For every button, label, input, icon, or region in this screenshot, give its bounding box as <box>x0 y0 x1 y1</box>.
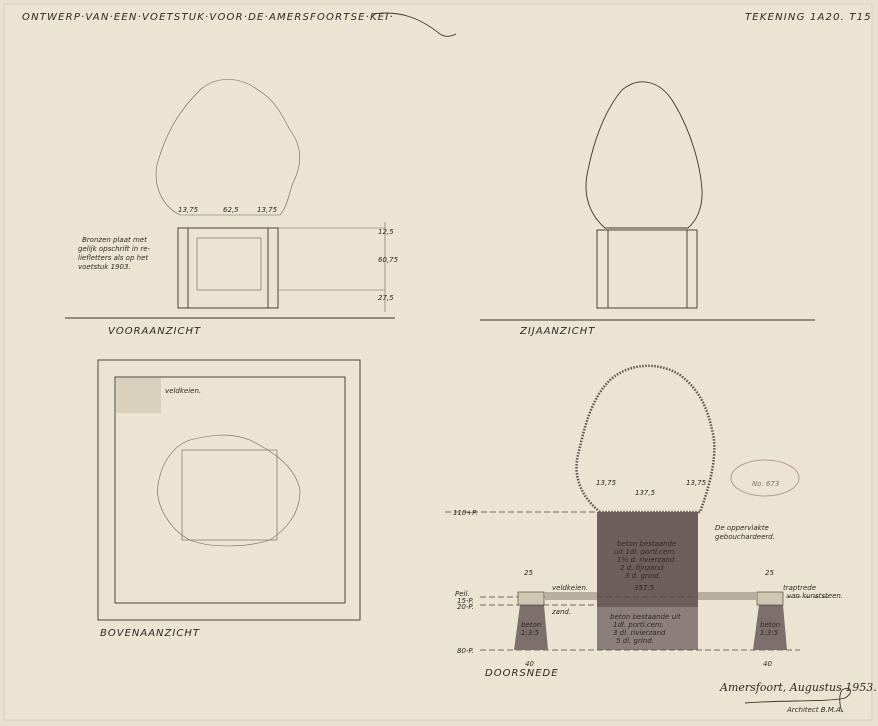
archive-stamp: No. 673 <box>730 459 800 497</box>
title-flourish <box>371 12 457 37</box>
fieldstones-note: veldkeien. <box>552 584 588 592</box>
dim-label: 27,5 <box>378 294 394 302</box>
fieldstone-note: veldkeien. <box>165 387 201 395</box>
inner-square <box>114 376 346 604</box>
dim-label: 12,5 <box>378 228 394 236</box>
outer-square <box>97 359 361 621</box>
dim-label: 62,5 <box>223 206 239 214</box>
footing-note: beton <box>521 621 541 629</box>
fieldstones-left <box>545 592 597 600</box>
drawing-title: ONTWERP·VAN·EEN·VOETSTUK·VOOR·DE·AMERSFO… <box>22 12 394 23</box>
level-label: 110+P. <box>453 509 478 517</box>
footing-note: beton <box>760 621 780 629</box>
concrete-note: 1½ d. rivierzand <box>617 556 675 564</box>
fieldstone-pattern <box>116 378 161 413</box>
boulder-outline <box>585 81 703 229</box>
view-label-top: BOVENAANZICHT <box>100 628 200 639</box>
dim-label: 40 <box>525 660 534 668</box>
side-view: ZIJAANZICHT <box>480 81 815 337</box>
concrete-note: 2 d. fijnzand <box>620 564 664 572</box>
step-note: traptrede <box>783 584 816 592</box>
level-label: 20-P. <box>457 603 474 611</box>
dim-label: 60,75 <box>378 256 399 264</box>
drawing-number: TEKENING 1A20. T15 <box>745 12 872 23</box>
pedestal <box>596 229 698 309</box>
dim-label: 137,5 <box>635 489 656 497</box>
bronze-plate <box>196 237 262 291</box>
pedestal <box>177 227 279 309</box>
view-label-side: ZIJAANZICHT <box>519 326 595 337</box>
boulder-section <box>575 364 716 514</box>
dim-label: 13,75 <box>257 206 278 214</box>
dim-label: 13,75 <box>596 479 617 487</box>
height-label: 357,5 <box>634 584 655 592</box>
dim-label: 25 <box>765 569 774 577</box>
concrete-note: 3 dl. rivierzand <box>613 629 666 637</box>
place-date: Amersfoort, Augustus 1953. <box>719 681 877 694</box>
signature-scribble <box>744 687 851 713</box>
sand-note: zand. <box>551 608 571 616</box>
surface-note: gebouchardeerd. <box>715 533 775 541</box>
front-view: 13,75 62,5 13,75 12,5 60,75 27,5 Bronzen… <box>65 79 399 337</box>
plate-note: voetstuk 1903. <box>78 263 131 271</box>
lower-concrete-block <box>597 607 698 650</box>
view-label-front: VOORAANZICHT <box>108 326 201 337</box>
view-label-section: DOORSNEDE <box>485 668 559 679</box>
fieldstones-right <box>698 592 756 600</box>
concrete-note: 1dl. portl.cem. <box>613 621 664 629</box>
dim-label: 25 <box>524 569 533 577</box>
section-view: 110+P. Peil. 15-P. 20-P. 80-P. 13,75 137… <box>445 364 843 679</box>
upper-concrete-block <box>597 512 698 607</box>
boulder-outline <box>155 79 300 216</box>
footing-note: 1:3:5 <box>760 629 779 637</box>
paper <box>3 3 873 721</box>
dim-label: 40 <box>763 660 772 668</box>
footing-right <box>753 605 787 650</box>
plate-note: liefletters als op het <box>78 254 148 262</box>
footing-note: 1:3:5 <box>521 629 540 637</box>
concrete-note: 3 d. grind. <box>625 572 661 580</box>
plate-note: gelijk opschrift in re- <box>78 245 151 253</box>
level-label: 15-P. <box>457 597 474 605</box>
footing-left <box>514 605 548 650</box>
stamp-number: No. 673 <box>752 480 779 488</box>
concrete-note: beton bestaande uit <box>610 613 681 621</box>
plate-note: Bronzen plaat met <box>82 236 147 244</box>
level-label: 80-P. <box>457 647 474 655</box>
architect-label: Architect B.M.A. <box>786 706 843 714</box>
level-label: Peil. <box>455 590 470 598</box>
concrete-note: beton bestaande <box>617 540 676 548</box>
top-view: veldkeien. BOVENAANZICHT <box>97 359 361 639</box>
step-note: van kunststeen. <box>787 592 843 600</box>
surface-note: De oppervlakte <box>715 524 769 532</box>
concrete-note: uit 1dl. portl.cem. <box>614 548 676 556</box>
dim-label: 13,75 <box>178 206 199 214</box>
pedestal-plan <box>181 449 278 541</box>
dim-label: 13,75 <box>686 479 707 487</box>
concrete-note: 5 dl. grind. <box>616 637 654 645</box>
